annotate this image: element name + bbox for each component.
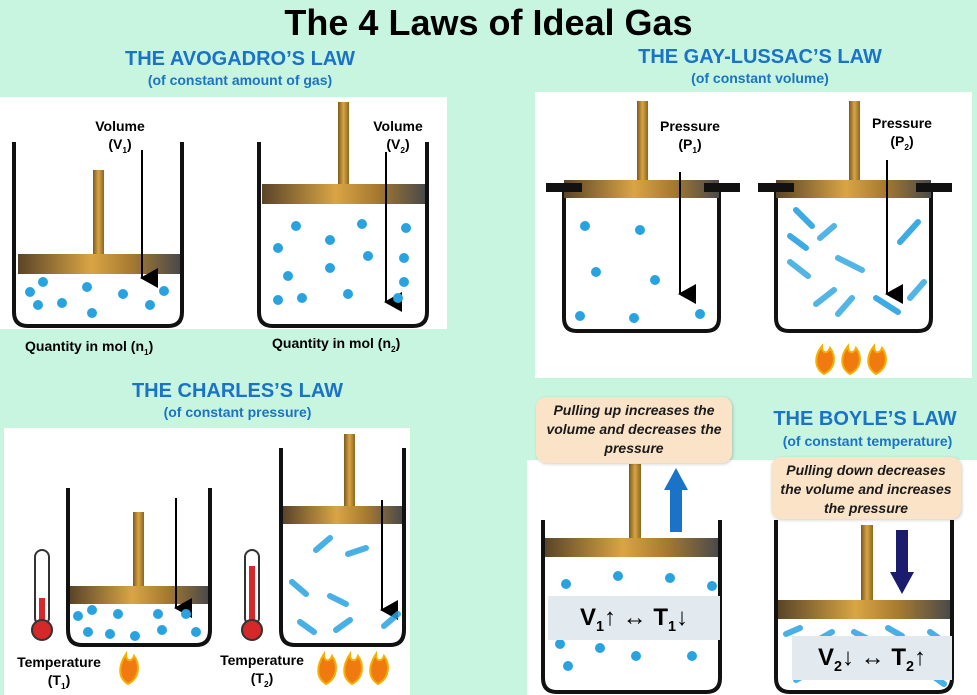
charles-temperature-label-right: Temperature (T2) (207, 651, 317, 693)
boyle-title: THE BOYLE’S LAW (773, 408, 957, 430)
symbol-v2: (V2) (386, 136, 410, 155)
charles-particles-left (73, 605, 201, 641)
gay-lussac-title: THE GAY-LUSSAC’S LAW (638, 46, 882, 68)
avogadro-panel (0, 97, 447, 329)
avogadro-particles-right (273, 219, 411, 305)
arrow-up-icon (664, 468, 688, 532)
gay-lussac-pressure-label-left: Pressure (P1) (640, 117, 740, 159)
charles-container-left (66, 488, 212, 647)
gay-lussac-particles-right (787, 207, 927, 317)
callout-pull-down: Pulling down decreases the volume and in… (771, 457, 961, 519)
avogadro-container-right (257, 102, 429, 328)
label-text: Temperature (220, 652, 304, 668)
charles-temperature-label-left: Temperature (T1) (4, 653, 114, 695)
thermometer-icon-right (241, 549, 263, 641)
boyle-container-right (774, 520, 954, 694)
label-text: Temperature (17, 654, 101, 670)
flame-icon-gay-lussac (815, 343, 887, 376)
symbol-v1: (V1) (108, 136, 132, 155)
arrow-down-icon (890, 530, 914, 594)
avogadro-caption-right: Quantity in mol (n2) (272, 335, 401, 354)
flame-icon-charles-right (317, 650, 389, 686)
symbol-p1: (P1) (678, 136, 702, 155)
charles-title: THE CHARLES’S LAW (131, 380, 344, 402)
callout-pull-up: Pulling up increases the volume and decr… (536, 397, 732, 463)
label-text: Pressure (872, 115, 932, 131)
boyle-particles-left (555, 571, 717, 671)
equation-box-left: V1↑ ↔ T1↓ (548, 596, 720, 640)
avogadro-container-left (12, 142, 184, 328)
equation-box-right: V2↓ ↔ T2↑ (792, 636, 952, 680)
label-text: Volume (95, 118, 145, 134)
avogadro-volume-label-left: Volume (V1) (70, 117, 170, 159)
label-text: Pressure (660, 118, 720, 134)
symbol-t2: (T2) (250, 670, 274, 689)
boyle-subtitle: (of constant temperature) (782, 433, 953, 449)
avogadro-caption-left: Quantity in mol (n1) (25, 338, 154, 357)
avogadro-volume-label-right: Volume (V2) (348, 117, 448, 159)
gay-lussac-container-right (758, 101, 952, 333)
avogadro-subtitle: (of constant amount of gas) (147, 72, 333, 88)
symbol-t1: (T1) (47, 672, 71, 691)
charles-container-right (279, 434, 406, 647)
symbol-p2: (P2) (890, 133, 914, 152)
charles-particles-right (289, 535, 401, 635)
charles-panel (4, 428, 410, 695)
avogadro-title: THE AVOGADRO’S LAW (125, 48, 355, 70)
gay-lussac-particles-left (575, 221, 705, 323)
page-title: The 4 Laws of Ideal Gas (284, 2, 693, 43)
label-text: Volume (373, 118, 423, 134)
avogadro-particles-left (25, 277, 169, 318)
boyle-container-left (541, 464, 722, 694)
gay-lussac-subtitle: (of constant volume) (691, 70, 829, 86)
gay-lussac-container-left (546, 101, 740, 333)
flame-icon-charles-left (119, 650, 139, 686)
gay-lussac-pressure-label-right: Pressure (P2) (852, 114, 952, 156)
charles-subtitle: (of constant pressure) (163, 404, 312, 420)
thermometer-icon-left (31, 549, 53, 641)
